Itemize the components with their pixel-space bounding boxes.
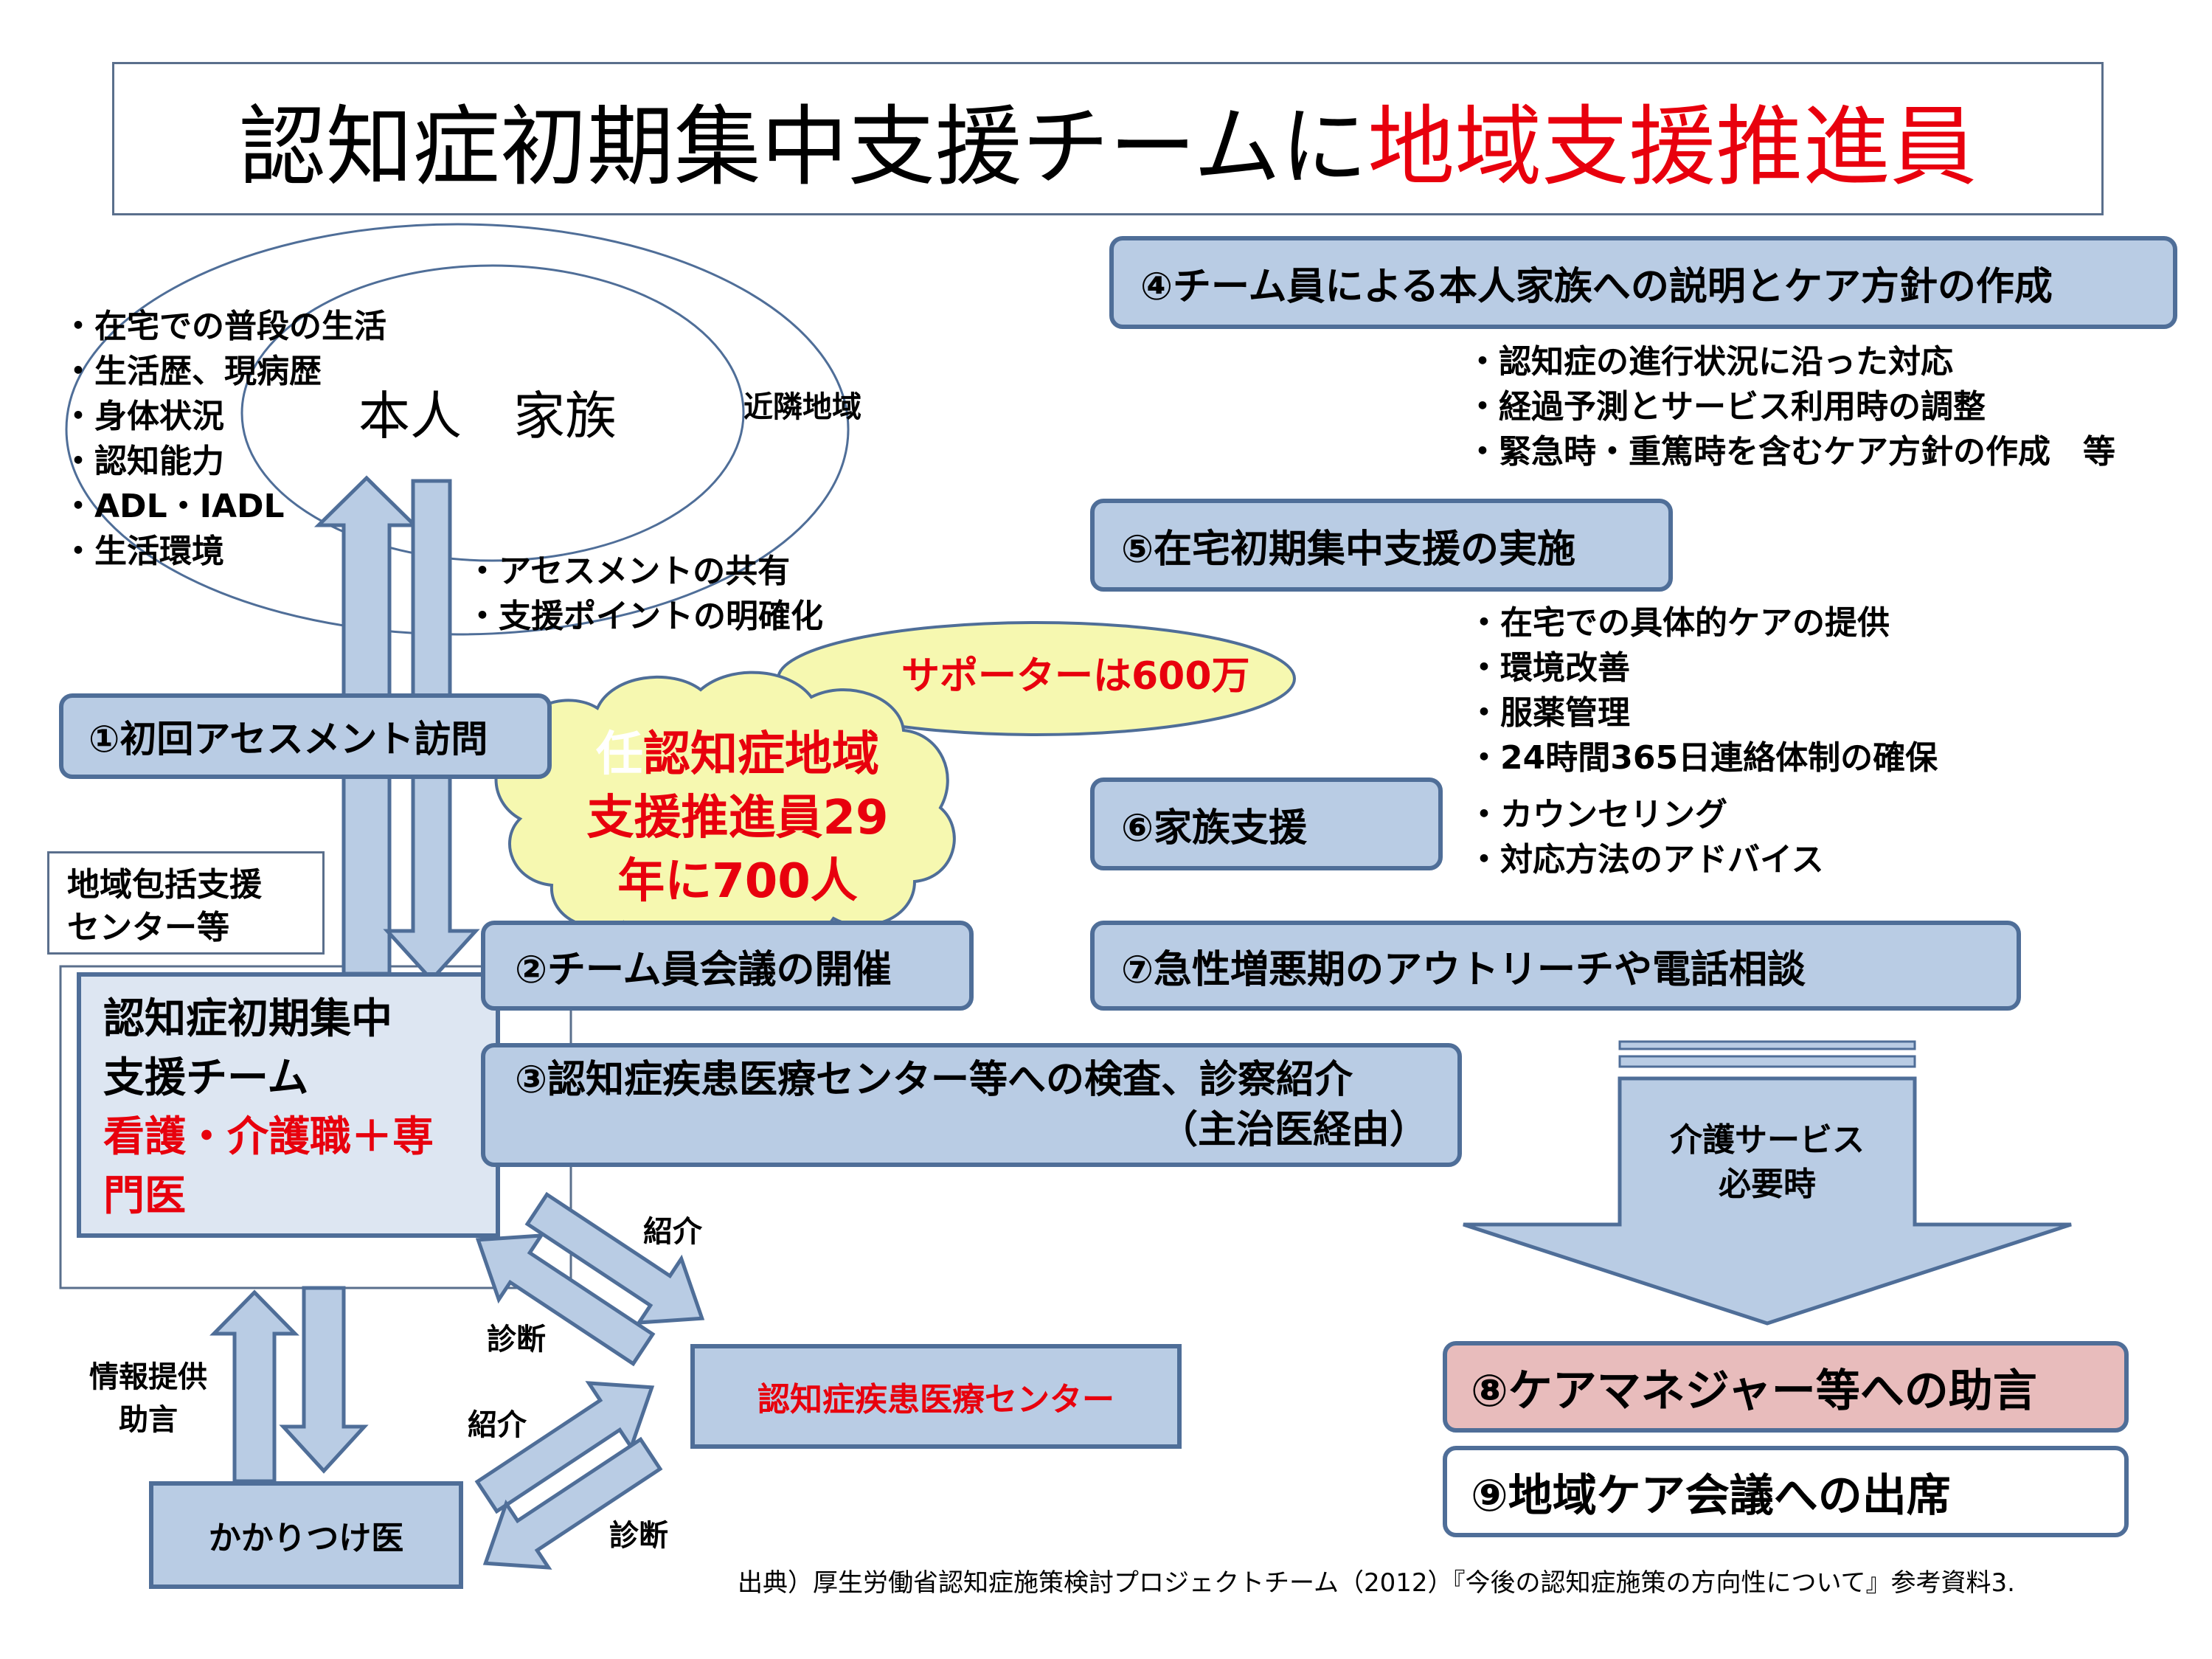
medical-center-label: 認知症疾患医療センター bbox=[757, 1381, 1114, 1419]
referral-arrow-doctor-to-center bbox=[474, 1381, 655, 1514]
referral-label-upper: 紹介 bbox=[643, 1215, 702, 1249]
source-citation: 出典）厚生労働省認知症施策検討プロジェクトチーム（2012）『今後の認知症施策の… bbox=[738, 1568, 2015, 1598]
promoters-faint-char: 任 bbox=[596, 727, 643, 782]
family-doctor-label: かかりつけ医 bbox=[208, 1520, 404, 1557]
list-item: ・緊急時・重篤時を含むケア方針の作成 等 bbox=[1466, 433, 2115, 471]
list-item: ・認知能力 bbox=[62, 443, 224, 480]
list-item: ・服薬管理 bbox=[1468, 694, 1630, 732]
assessment-item-list: ・在宅での普段の生活 ・生活歴、現病歴 ・身体状況 ・認知能力 ・ADL・IAD… bbox=[62, 304, 386, 574]
medical-center-box: 認知症疾患医療センター bbox=[690, 1344, 1182, 1449]
family-doctor-box: かかりつけ医 bbox=[149, 1481, 463, 1589]
support-team-box: 認知症初期集中 支援チーム 看護・介護職＋専 門医 bbox=[77, 972, 500, 1238]
promoters-line-3: 年に700人 bbox=[617, 854, 858, 909]
list-item: ・経過予測とサービス利用時の調整 bbox=[1466, 388, 1986, 426]
step-9-box: ⑨地域ケア会議への出席 bbox=[1443, 1446, 2129, 1537]
list-item: ・24時間365日連絡体制の確保 bbox=[1468, 739, 1938, 777]
person-family-label: 本人 家族 bbox=[358, 386, 617, 446]
team-line-1: 認知症初期集中 bbox=[103, 995, 392, 1043]
team-line-2: 支援チーム bbox=[103, 1054, 309, 1102]
list-item: ・アセスメントの共有 bbox=[466, 553, 791, 590]
step-3-box: ③認知症疾患医療センター等への検査、診察紹介 （主治医経由） bbox=[481, 1043, 1462, 1167]
step-8-box: ⑧ケアマネジャー等への助言 bbox=[1443, 1341, 2129, 1433]
promoters-cloud-bubble bbox=[494, 671, 956, 948]
step-5-label: ⑤在宅初期集中支援の実施 bbox=[1121, 527, 1576, 572]
step-3-label-line-2: （主治医経由） bbox=[1159, 1108, 1428, 1152]
list-item: ・在宅での普段の生活 bbox=[62, 308, 386, 345]
list-item: ・生活環境 bbox=[62, 533, 224, 570]
info-advice-label: 情報提供 助言 bbox=[71, 1356, 226, 1441]
care-arrow-stripe-2 bbox=[1618, 1055, 1916, 1068]
step-3-label-line-1: ③認知症疾患医療センター等への検査、診察紹介 bbox=[515, 1058, 1353, 1102]
list-item: ・ADL・IADL bbox=[62, 488, 285, 525]
regional-center-line-1: 地域包括支援 bbox=[67, 866, 262, 904]
step-6-item-list: ・カウンセリング ・対応方法のアドバイス bbox=[1468, 792, 1824, 882]
care-service-arrow bbox=[1463, 1076, 2072, 1326]
step-2-label: ②チーム員会議の開催 bbox=[515, 947, 892, 992]
step-2-box: ②チーム員会議の開催 bbox=[481, 921, 974, 1011]
list-item: ・環境改善 bbox=[1468, 649, 1630, 687]
step-8-label: ⑧ケアマネジャー等への助言 bbox=[1471, 1365, 2037, 1417]
title-red: 地域支援推進員 bbox=[1367, 95, 1977, 198]
diagnosis-arrow-to-team bbox=[475, 1233, 656, 1367]
promoters-line-2: 支援推進員29 bbox=[586, 791, 889, 845]
regional-center-label-box: 地域包括支援 センター等 bbox=[47, 851, 325, 955]
list-item: ・対応方法のアドバイス bbox=[1468, 841, 1824, 879]
care-service-line-1: 介護サービス bbox=[1670, 1121, 1865, 1159]
team-members-line-1: 看護・介護職＋専 bbox=[103, 1113, 434, 1161]
supporters-callout-text: サポーターは600万 bbox=[901, 654, 1250, 699]
list-item: ・認知症の進行状況に沿った対応 bbox=[1466, 343, 1953, 381]
step-1-box: ①初回アセスメント訪問 bbox=[59, 693, 552, 779]
promoters-callout-text: 任認知症地域 支援推進員29 年に700人 bbox=[516, 723, 959, 913]
referral-arrow-to-center bbox=[524, 1191, 705, 1325]
step-5-box: ⑤在宅初期集中支援の実施 bbox=[1090, 499, 1673, 592]
diagnosis-arrow-center-to-doctor bbox=[482, 1436, 663, 1570]
step-9-label: ⑨地域ケア会議への出席 bbox=[1471, 1469, 1951, 1522]
care-arrow-stripe-1 bbox=[1618, 1040, 1916, 1050]
neighborhood-label: 近隣地域 bbox=[743, 390, 861, 424]
list-item: ・在宅での具体的ケアの提供 bbox=[1468, 604, 1890, 642]
step-6-label: ⑥家族支援 bbox=[1121, 806, 1308, 851]
list-item: ・身体状況 bbox=[62, 398, 224, 435]
up-arrow-to-team bbox=[209, 1289, 299, 1483]
diagnosis-label-lower: 診断 bbox=[609, 1519, 668, 1553]
shared-item-list: ・アセスメントの共有 ・支援ポイントの明確化 bbox=[466, 549, 823, 639]
referral-label-lower: 紹介 bbox=[468, 1408, 527, 1442]
step-7-label: ⑦急性増悪期のアウトリーチや電話相談 bbox=[1121, 947, 1806, 992]
promoters-line-1: 任認知症地域 bbox=[596, 727, 879, 782]
care-service-label: 介護サービス 必要時 bbox=[1620, 1118, 1915, 1207]
list-item: ・支援ポイントの明確化 bbox=[466, 598, 823, 635]
step-4-box: ④チーム員による本人家族への説明とケア方針の作成 bbox=[1109, 236, 2177, 329]
info-advice-line-1: 情報提供 bbox=[89, 1360, 207, 1394]
step-1-label: ①初回アセスメント訪問 bbox=[89, 718, 488, 761]
team-members-line-2: 門医 bbox=[103, 1172, 186, 1220]
step-6-box: ⑥家族支援 bbox=[1090, 777, 1443, 870]
down-arrow-to-doctor bbox=[279, 1286, 369, 1474]
step-5-item-list: ・在宅での具体的ケアの提供 ・環境改善 ・服薬管理 ・24時間365日連絡体制の… bbox=[1468, 600, 1938, 780]
step-4-item-list: ・認知症の進行状況に沿った対応 ・経過予測とサービス利用時の調整 ・緊急時・重篤… bbox=[1466, 339, 2115, 474]
person-family-ellipse bbox=[240, 264, 745, 562]
step-4-label: ④チーム員による本人家族への説明とケア方針の作成 bbox=[1140, 264, 2053, 309]
list-item: ・生活歴、現病歴 bbox=[62, 353, 322, 390]
care-service-line-2: 必要時 bbox=[1719, 1166, 1816, 1203]
title-black: 認知症初期集中支援チームに bbox=[238, 95, 1368, 198]
page-title: 認知症初期集中支援チームに地域支援推進員 bbox=[112, 62, 2104, 215]
info-advice-line-2: 助言 bbox=[119, 1403, 178, 1437]
neighborhood-ellipse bbox=[65, 223, 850, 636]
diagnosis-label-upper: 診断 bbox=[487, 1323, 546, 1357]
regional-center-line-2: センター等 bbox=[67, 909, 229, 946]
list-item: ・カウンセリング bbox=[1468, 796, 1727, 834]
step-7-box: ⑦急性増悪期のアウトリーチや電話相談 bbox=[1090, 921, 2021, 1011]
